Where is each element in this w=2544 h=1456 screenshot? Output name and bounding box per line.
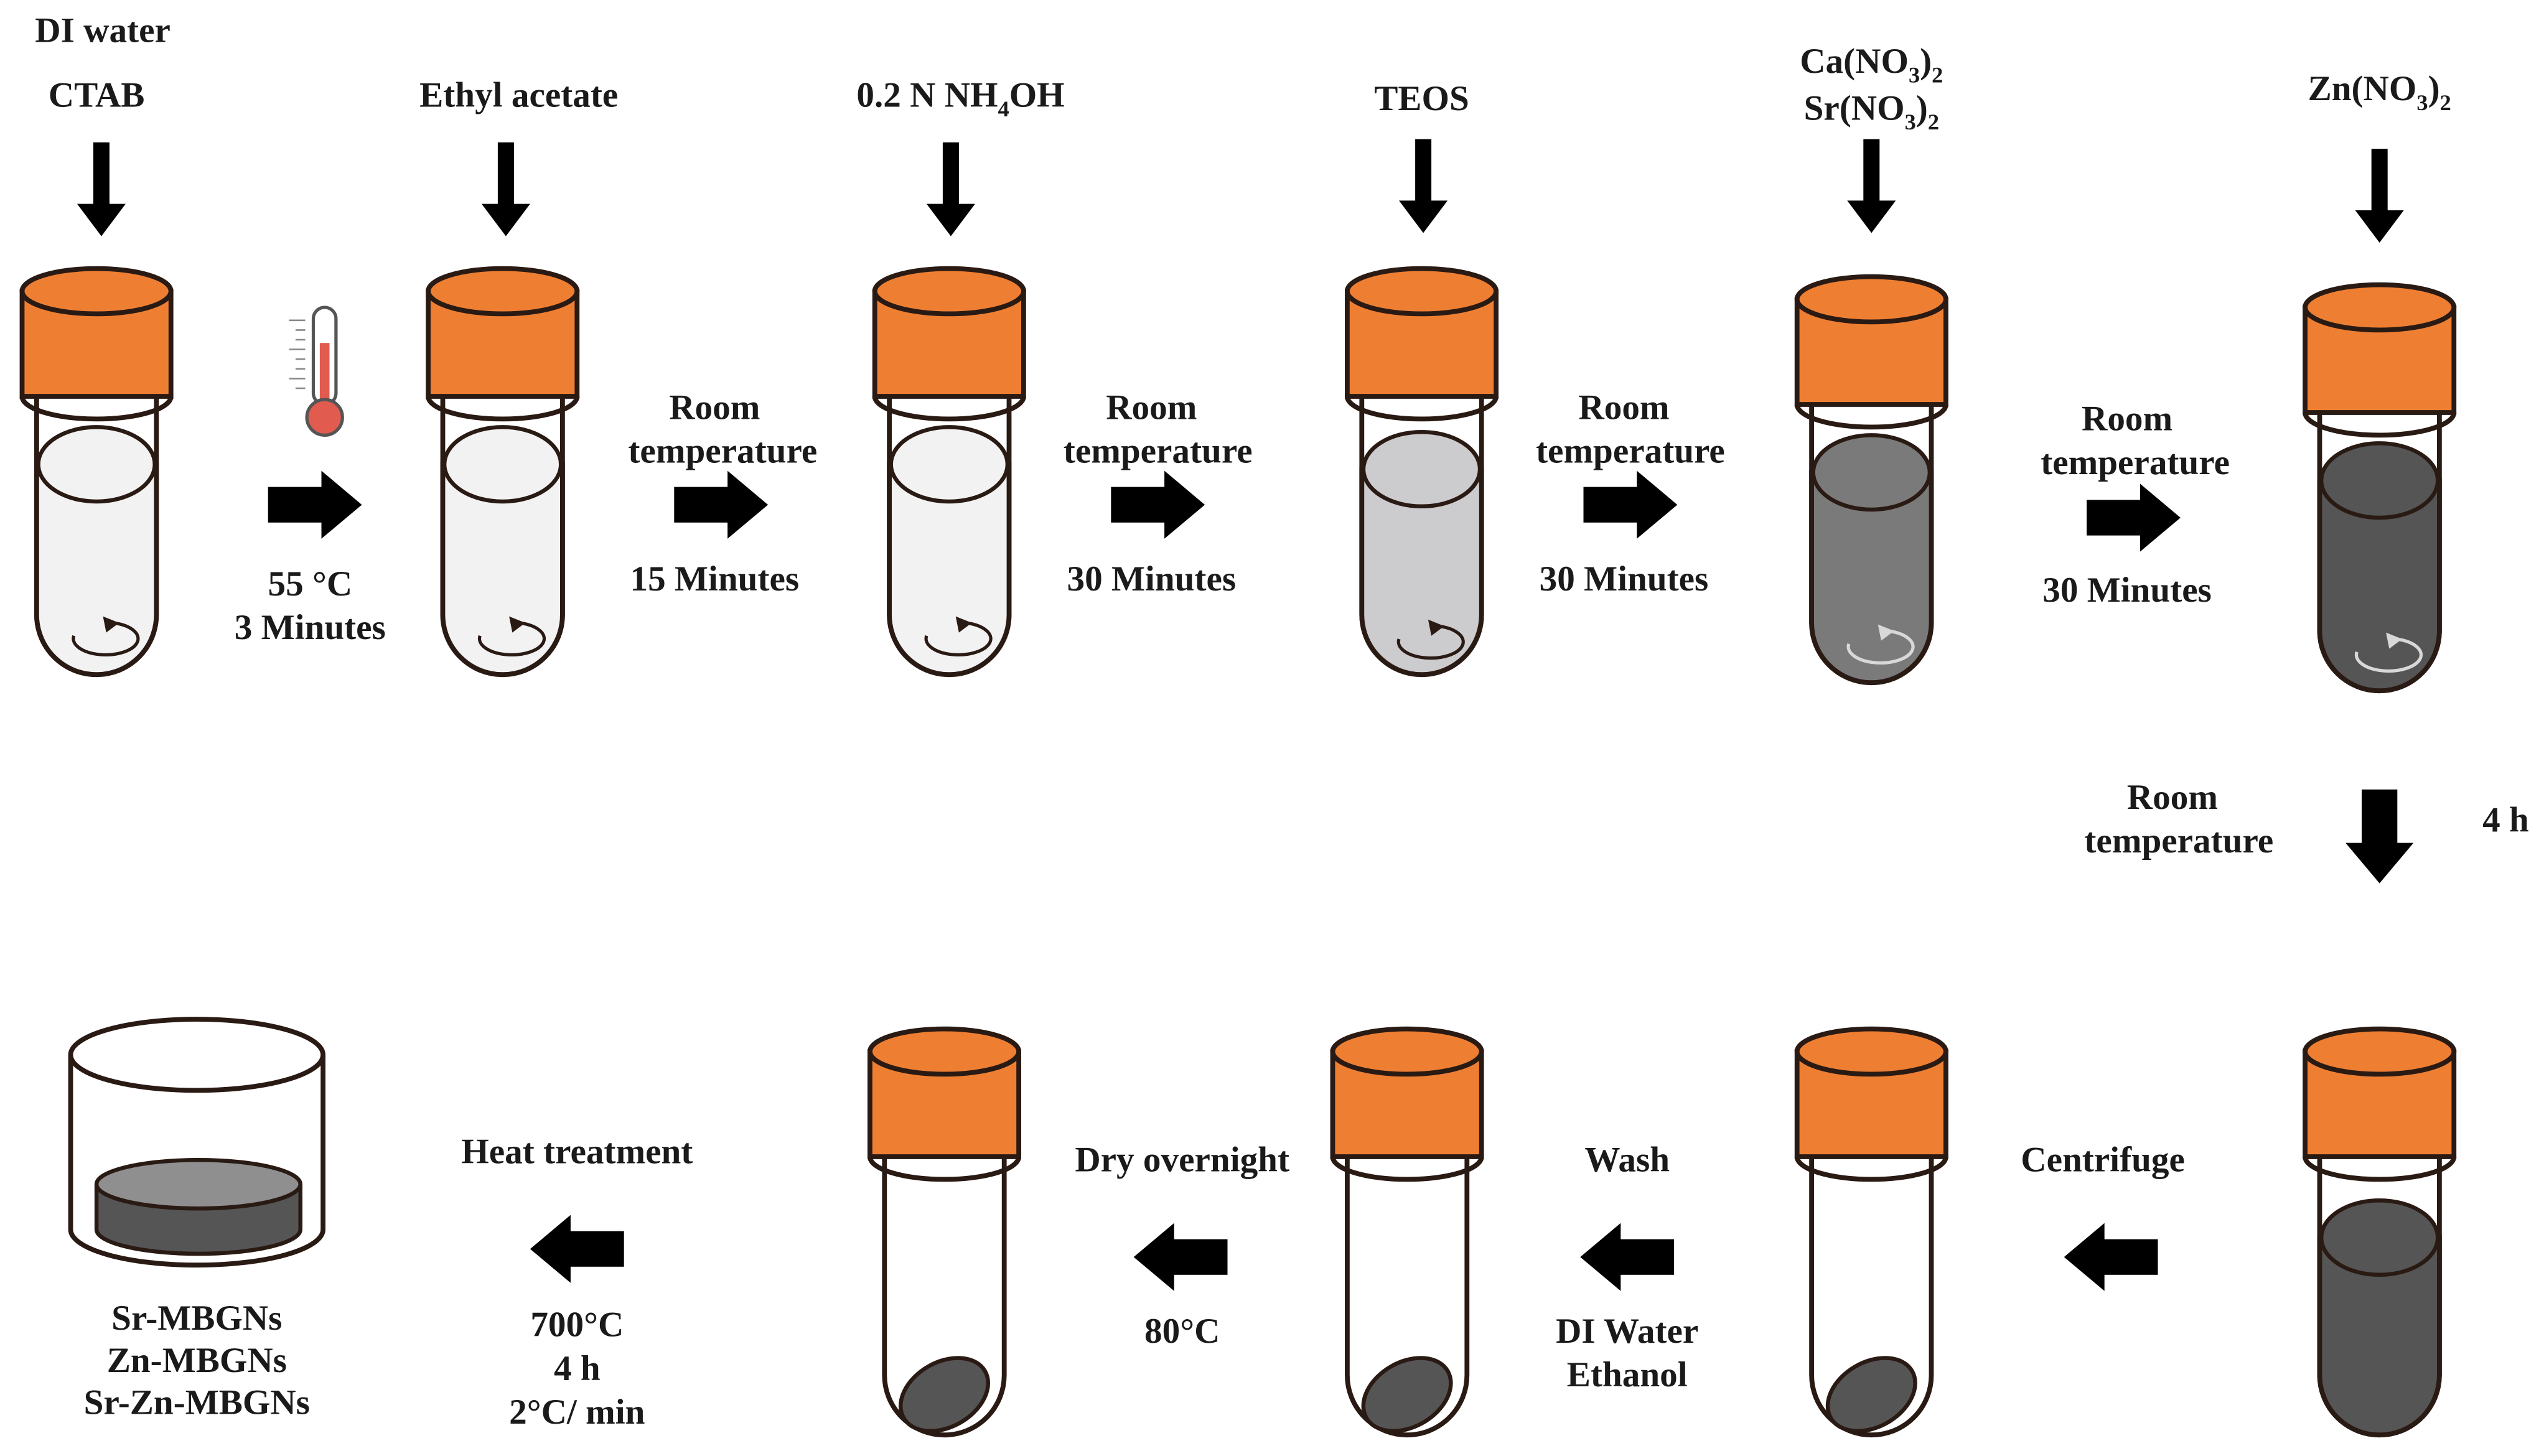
step5-temperature: temperature [2041,443,2230,482]
product-sr-mbgns: Sr-MBGNs [111,1299,282,1338]
stir-icon [477,621,546,656]
step7-centrifuge: Centrifuge [2021,1140,2185,1179]
tube-2 [428,269,577,678]
down-arrow-icon [77,142,126,236]
label-sr-nitrate: Sr(NO3)2 [1804,88,1939,134]
tube-7 [2305,1029,2454,1438]
right-arrow-icon [1583,470,1678,539]
stir-icon [72,621,140,656]
product-sr-zn-mbgns: Sr-Zn-MBGNs [84,1383,310,1422]
left-arrow-icon [1580,1223,1675,1291]
tube-8 [1797,1029,1946,1438]
stir-icon [1846,629,1915,665]
left-arrow-icon [2064,1223,2158,1291]
pellet [1361,1356,1453,1434]
label-teos: TEOS [1374,79,1469,118]
crucible-icon [68,1017,326,1268]
right-arrow-icon [2087,483,2181,552]
right-arrow-icon [674,470,769,539]
step2-room: Room [669,388,760,427]
tube-9 [1333,1029,1482,1438]
step10-rate: 2°C/ min [509,1393,645,1432]
step9-temp: 80°C [1144,1312,1220,1351]
step10-temp: 700°C [530,1305,624,1345]
step9-dry: Dry overnight [1075,1140,1289,1179]
product-zn-mbgns: Zn-MBGNs [107,1341,287,1380]
label-ctab: CTAB [49,76,145,115]
step1-temp: 55 °C [268,564,352,604]
down-arrow-icon [1399,139,1448,233]
step6-time: 4 h [2482,800,2529,839]
down-arrow-icon [2345,789,2414,884]
step8-wash: Wash [1584,1140,1670,1179]
pellet [898,1356,991,1434]
step3-room: Room [1106,388,1197,427]
step6-temperature: temperature [2084,821,2273,861]
step2-time: 15 Minutes [630,559,799,599]
stir-icon [2354,637,2423,673]
down-arrow-icon [2355,149,2404,243]
tube-3 [875,269,1024,678]
step4-time: 30 Minutes [1540,559,1709,599]
down-arrow-icon [481,142,530,236]
down-arrow-icon [1847,139,1896,233]
powder [94,1157,302,1211]
right-arrow-icon [268,470,362,539]
stir-icon [924,621,993,656]
label-ca-nitrate: Ca(NO3)2 [1800,42,1943,88]
tube-10 [870,1029,1019,1438]
step8-di-water: DI Water [1556,1312,1698,1351]
step3-temperature: temperature [1064,432,1253,471]
step5-time: 30 Minutes [2042,571,2212,610]
step4-room: Room [1578,388,1669,427]
pellet [1825,1356,1917,1434]
label-ethyl-acetate: Ethyl acetate [419,76,618,115]
tube-5 [1797,277,1946,686]
right-arrow-icon [1111,470,1205,539]
tube-4 [1347,269,1496,678]
down-arrow-icon [926,142,975,236]
step2-temperature: temperature [628,432,817,471]
label-zn-nitrate: Zn(NO3)2 [2308,69,2451,115]
stir-icon [1396,624,1465,660]
left-arrow-icon [530,1215,624,1283]
step10-time: 4 h [554,1349,601,1388]
tube-6 [2305,285,2454,694]
thermometer-icon [289,306,344,437]
label-nh4oh: 0.2 N NH4OH [856,76,1064,122]
step3-time: 30 Minutes [1067,559,1236,599]
step10-heat: Heat treatment [461,1132,693,1171]
left-arrow-icon [1133,1223,1228,1291]
step1-time: 3 Minutes [235,608,386,647]
step6-room: Room [2127,778,2218,817]
step4-temperature: temperature [1536,432,1725,471]
label-di-water: DI water [35,11,171,50]
step5-room: Room [2082,399,2172,439]
step8-ethanol: Ethanol [1567,1355,1688,1394]
tube-1 [22,269,171,678]
